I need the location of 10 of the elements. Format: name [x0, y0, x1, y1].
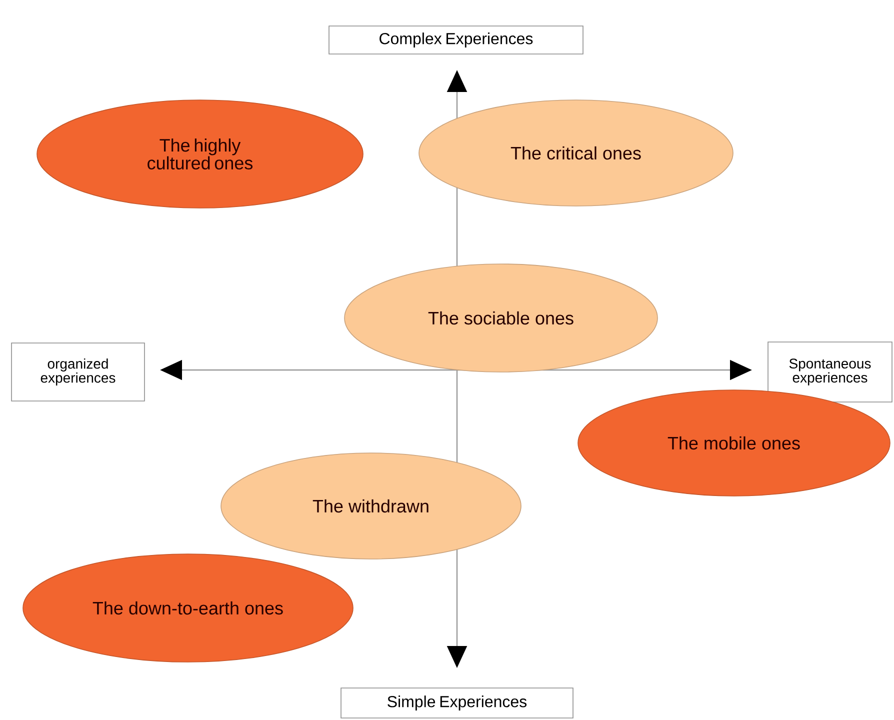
ellipse-node: The critical ones — [418, 100, 734, 206]
ellipse-node: The down-to-earth ones — [22, 554, 354, 662]
ellipse-node: The withdrawn — [220, 452, 522, 560]
axis-label-box: organized experiences — [11, 342, 145, 402]
ellipse-node: The mobile ones — [578, 390, 890, 496]
ellipse-node: The sociable ones — [344, 264, 658, 372]
axis-label-box: Simple Experiences — [340, 688, 574, 718]
axis-label-box: Complex Experiences — [328, 26, 584, 54]
axis-label-box: Spontaneous experiences — [768, 342, 892, 402]
ellipse-node: The highly cultured ones — [36, 100, 364, 208]
